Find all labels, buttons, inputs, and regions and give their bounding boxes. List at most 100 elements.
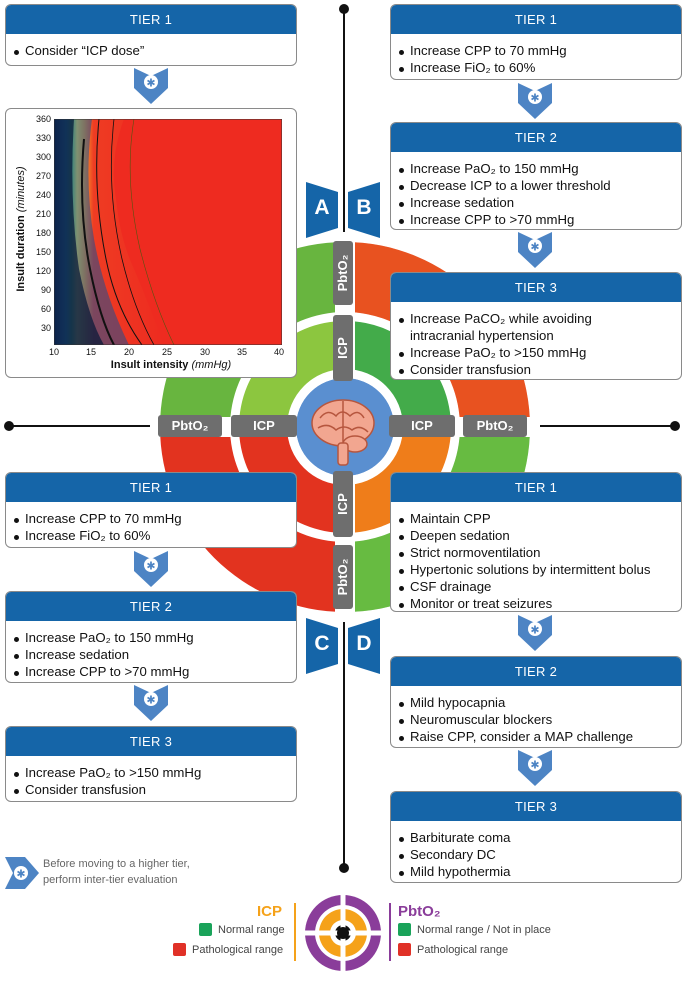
panel-b-tier1-box: TIER 1 Increase CPP to 70 mmHg Increase … [390,4,682,80]
y-tick-label: 120 [36,266,52,276]
pill-icp-left: ICP [253,418,275,433]
tier-header: TIER 1 [391,473,681,502]
legend-divider-icp [294,903,296,961]
quadrant-label-c: C [314,632,330,655]
evaluation-arrow-icon: ✱ [518,750,552,786]
legend-label: Normal range [218,923,285,936]
tier-header: TIER 2 [391,657,681,686]
svg-text:✱: ✱ [146,694,155,707]
tier-header: TIER 3 [391,273,681,302]
y-tick-label: 210 [36,209,52,219]
pathological-swatch [173,943,186,956]
list-item: Increase sedation [14,646,292,663]
panel-d-tier3-box: TIER 3 Barbiturate coma Secondary DC Mil… [390,791,682,883]
x-tick-label: 30 [200,347,211,357]
y-tick-label: 270 [36,171,52,181]
tier-header: TIER 3 [6,727,296,756]
y-tick-label: 180 [36,228,52,238]
list-item: Increase sedation [399,194,677,211]
panel-c-tier3-box: TIER 3 Increase PaO₂ to >150 mmHg Consid… [5,726,297,802]
brain-icon [311,399,375,466]
y-axis-label: Insult duration (minutes) [15,166,27,292]
x-tick-label: 25 [162,347,173,357]
list-item: Consider “ICP dose” [14,42,292,59]
list-item: Monitor or treat seizures [399,595,677,611]
list-item: Increase PaO₂ to 150 mmHg [14,629,292,646]
list-item-line-cont: intracranial hypertension [410,328,554,343]
list-item: Increase PaO₂ to 150 mmHg [399,160,677,177]
list-item: Consider transfusion [399,361,677,378]
y-tick-label: 330 [36,133,52,143]
panel-c-tier2-box: TIER 2 Increase PaO₂ to 150 mmHg Increas… [5,591,297,683]
list-item: Increase CPP to >70 mmHg [14,663,292,680]
list-item: Increase CPP to 70 mmHg [14,510,292,527]
list-item: Increase CPP to 70 mmHg [399,42,677,59]
x-axis-label: Insult intensity (mmHg) [110,359,232,371]
evaluation-note-line2: perform inter-tier evaluation [43,874,178,886]
x-tick-label: 15 [86,347,97,357]
pill-pbto2-left: PbtO₂ [171,418,209,433]
list-item: Secondary DC [399,846,677,863]
x-tick-label: 40 [274,347,285,357]
svg-text:✱: ✱ [530,759,539,772]
panel-b-tier2-box: TIER 2 Increase PaO₂ to 150 mmHg Decreas… [390,122,682,230]
x-tick-label: 10 [49,347,60,357]
axis-end-right [670,421,680,431]
tier-header: TIER 1 [6,473,296,502]
evaluation-note-line1: Before moving to a higher tier, [43,858,190,870]
svg-text:✱: ✱ [530,624,539,637]
legend-icp-normal: Normal range [199,923,285,936]
y-tick-label: 150 [36,247,52,257]
tier-header: TIER 2 [391,123,681,152]
evaluation-arrow-icon: ✱ [134,551,168,587]
tier-header: TIER 1 [391,5,681,34]
list-item: Strict normoventilation [399,544,677,561]
quadrant-label-d: D [356,632,372,655]
list-item: Mild hypocapnia [399,694,677,711]
y-tick-label: 30 [41,323,52,333]
list-item: Decrease ICP to a lower threshold [399,177,677,194]
legend-divider-pbto2 [389,903,391,961]
list-item: Hypertonic solutions by intermittent bol… [399,561,677,578]
horizontal-axis-line-right [530,425,676,427]
tier-header: TIER 1 [6,5,296,34]
normal-swatch [398,923,411,936]
legend-label: Normal range / Not in place [417,923,551,936]
y-tick-label: 60 [41,304,52,314]
axis-end-bottom [339,863,349,873]
panel-a-tier1-box: TIER 1 Consider “ICP dose” [5,4,297,66]
legend-icp-title: ICP [257,903,283,920]
quadrant-label-b: B [356,196,372,219]
normal-swatch [199,923,212,936]
evaluation-arrow-icon: ✱ [134,685,168,721]
legend-target-icon [303,893,383,973]
pill-icp-right: ICP [411,418,433,433]
svg-text:✱: ✱ [530,241,539,254]
svg-text:✱: ✱ [146,77,155,90]
legend-pbto2-title: PbtO₂ [398,903,441,920]
legend-label: Pathological range [417,943,509,956]
tier-header: TIER 3 [391,792,681,821]
list-item: Increase PaO₂ to >150 mmHg [399,344,677,361]
svg-text:✱: ✱ [530,92,539,105]
list-item: Increase PaO₂ to >150 mmHg [14,764,292,781]
evaluation-arrow-icon: ✱ [518,615,552,651]
evaluation-arrow-icon: ✱ [5,857,39,889]
list-item: Raise CPP, consider a MAP challenge [399,728,677,745]
tier-header: TIER 2 [6,592,296,621]
evaluation-arrow-icon: ✱ [518,83,552,119]
x-tick-label: 20 [124,347,135,357]
evaluation-arrow-icon: ✱ [518,232,552,268]
pathological-swatch [398,943,411,956]
list-item: Deepen sedation [399,527,677,544]
heatmap-plot [54,119,282,345]
list-item: Neuromuscular blockers [399,711,677,728]
svg-text:✱: ✱ [16,868,25,881]
pill-pbto2-right: PbtO₂ [476,418,514,433]
svg-text:✱: ✱ [146,560,155,573]
panel-c-tier1-box: TIER 1 Increase CPP to 70 mmHg Increase … [5,472,297,548]
legend-pbto2-pathological: Pathological range [398,943,508,956]
